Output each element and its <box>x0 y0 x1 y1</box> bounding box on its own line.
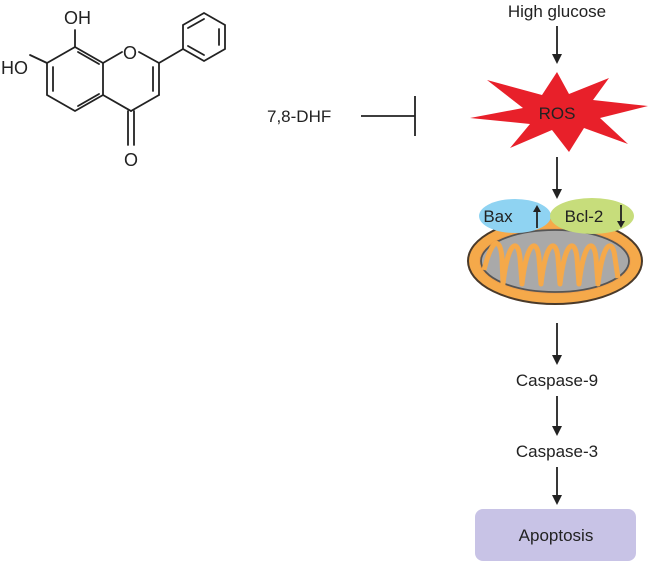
ros-label: ROS <box>539 104 576 123</box>
bcl2-down-arrow-icon <box>617 205 625 228</box>
bcl2-bubble <box>550 198 634 234</box>
ring-a <box>46 45 104 113</box>
phenyl-ring <box>182 11 226 63</box>
ho-label-left: HO <box>1 58 28 78</box>
caspase3-label: Caspase-3 <box>516 442 598 461</box>
bax-label: Bax <box>483 207 513 226</box>
bcl2-label: Bcl-2 <box>565 207 604 226</box>
carbonyl-oxygen-label: O <box>124 150 138 170</box>
bax-bubble <box>479 199 551 233</box>
stimulus-label: High glucose <box>508 2 606 21</box>
apoptosis-label: Apoptosis <box>519 526 594 545</box>
ring-oxygen-label: O <box>123 43 137 63</box>
apoptosis-box <box>475 509 636 561</box>
caspase9-label: Caspase-9 <box>516 371 598 390</box>
bax-up-arrow-icon <box>533 205 541 228</box>
mitochondrion <box>467 217 643 305</box>
inhibitor-label: 7,8-DHF <box>267 107 331 126</box>
ros-burst <box>470 72 648 152</box>
flavone-structure: OH HO O O <box>1 8 226 170</box>
oh-label-top: OH <box>64 8 91 28</box>
